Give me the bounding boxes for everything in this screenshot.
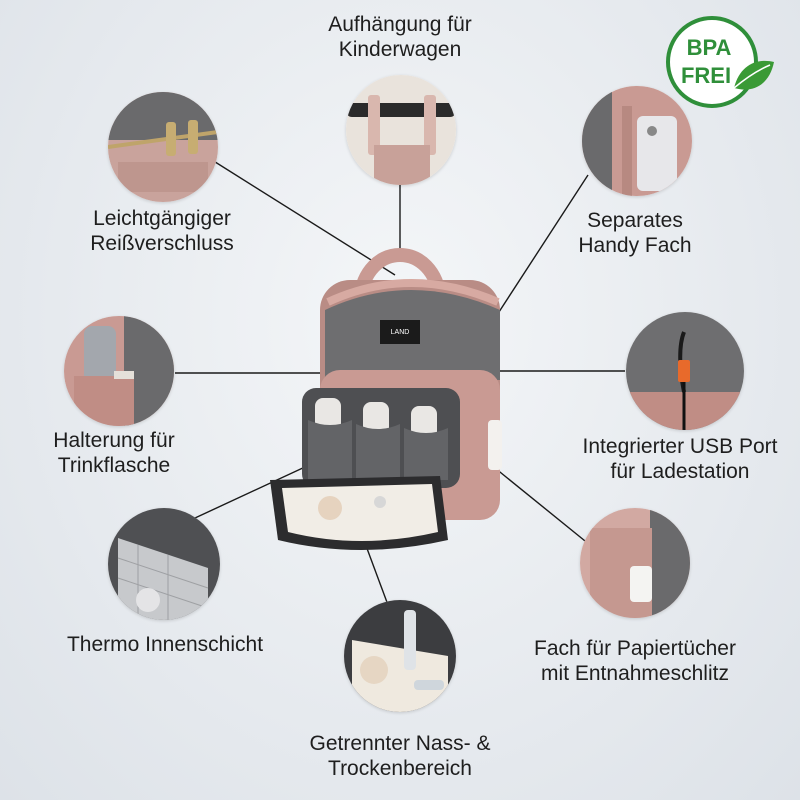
label-phone-pocket: Separates Handy Fach: [578, 209, 692, 257]
stroller-hook-detail-image: [346, 75, 456, 185]
label-usb-port: Integrierter USB Port für Ladestation: [582, 435, 778, 483]
svg-text:LAND: LAND: [391, 329, 410, 336]
label-stroller-hook: Aufhängung für Kinderwagen: [328, 13, 472, 61]
phone-pocket-detail-image: [582, 86, 692, 196]
label-tissue-pocket: Fach für Papiertücher mit Entnahmeschlit…: [534, 637, 736, 685]
leaf-icon: [733, 60, 774, 90]
line-phone-pocket: [496, 174, 589, 316]
line-tissue-pocket: [494, 467, 591, 546]
line-zipper: [211, 159, 396, 276]
usb-port-detail-image: [626, 312, 744, 430]
label-bottle-holder: Halterung für Trinkflasche: [53, 429, 175, 477]
label-wet-dry: Getrennter Nass- & Trockenbereich: [309, 732, 491, 780]
tissue-pocket-detail-image: [580, 508, 690, 618]
thermo-layer-detail-image: [108, 508, 220, 620]
svg-text:FREI: FREI: [681, 63, 731, 88]
diaper-backpack-image: LAND: [250, 240, 550, 570]
wet-dry-area-detail-image: [344, 600, 456, 712]
bpa-free-badge: BPA FREI: [662, 12, 778, 110]
zipper-detail-image: [108, 92, 218, 202]
label-thermo: Thermo Innenschicht: [66, 633, 264, 656]
label-zipper: Leichtgängiger Reißverschluss: [90, 207, 234, 255]
line-thermo: [194, 459, 321, 519]
bottle-holder-detail-image: [64, 316, 174, 426]
svg-text:BPA: BPA: [687, 35, 732, 60]
